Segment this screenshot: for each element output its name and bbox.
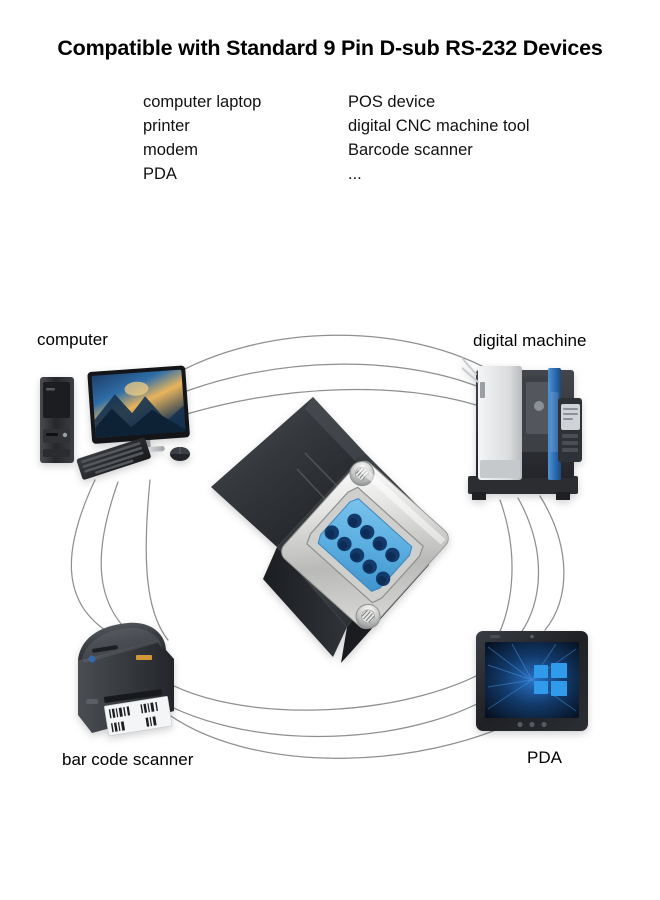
connector-screw-post-bottom — [355, 603, 381, 629]
device-list-item-right-0: POS device — [348, 93, 436, 111]
barcode-printer-icon — [62, 615, 192, 740]
device-list-item-left-0: computer laptop — [143, 93, 262, 111]
cnc-machine-icon — [461, 352, 584, 502]
device-list-item-right-1: digital CNC machine tool — [348, 117, 530, 135]
device-list-item-left-3: PDA — [143, 165, 177, 183]
device-list-item-left-2: modem — [143, 141, 199, 159]
tablet-device-icon — [472, 625, 592, 737]
node-label-pda: PDA — [527, 748, 562, 767]
compatible-device-list: computer laptop POS device printer digit… — [143, 90, 613, 186]
device-list-item-right-2: Barcode scanner — [348, 141, 473, 159]
node-label-computer: computer — [37, 330, 108, 349]
device-list-item-left-1: printer — [143, 117, 190, 135]
connectivity-diagram: computer digital machine bar code scanne… — [0, 300, 660, 820]
node-label-digital-machine: digital machine — [473, 331, 587, 350]
db9-serial-connector-icon — [205, 395, 455, 695]
page-title: Compatible with Standard 9 Pin D-sub RS-… — [57, 36, 603, 60]
desktop-computer-icon — [34, 355, 194, 480]
node-label-bar-code-scanner: bar code scanner — [62, 750, 194, 769]
device-list-item-right-3: ... — [348, 165, 362, 183]
